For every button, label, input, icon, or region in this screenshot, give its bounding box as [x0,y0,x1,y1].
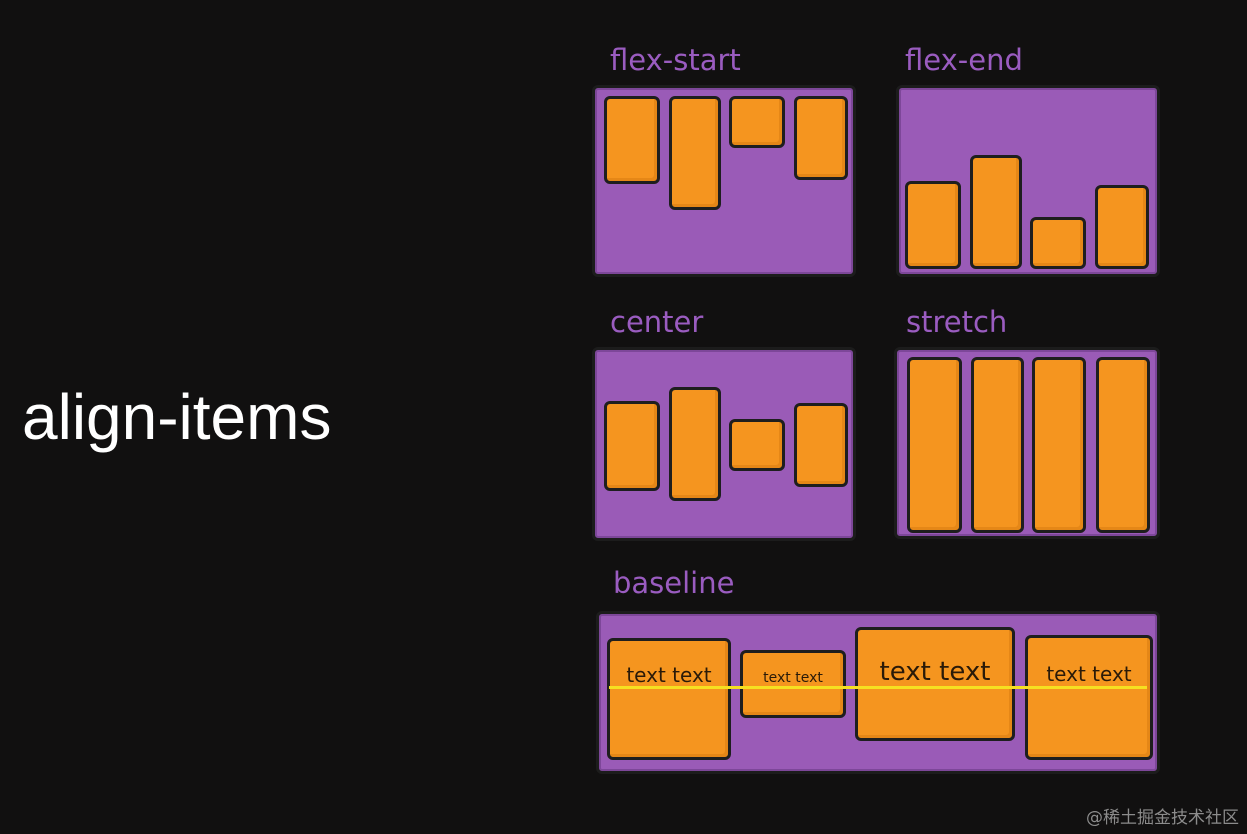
stretch-item-1 [907,357,962,533]
baseline-item-text: text text [1046,662,1132,686]
flex-start-label: flex-start [610,43,741,77]
center-panel [592,347,856,541]
stretch-panel [894,347,1160,539]
main-title: align-items [22,381,332,453]
flex-start-item-4 [794,96,848,180]
stretch-item-2 [971,357,1024,533]
center-item-4 [794,403,848,487]
flex-end-panel [896,85,1160,277]
baseline-item-3: text text [855,627,1015,741]
baseline-label: baseline [613,566,735,600]
baseline-item-4: text text [1025,635,1153,760]
stretch-item-3 [1032,357,1086,533]
flex-end-label: flex-end [905,43,1023,77]
baseline-item-text: text text [879,657,991,687]
baseline-item-1: text text [607,638,731,760]
flex-end-item-3 [1030,217,1086,269]
baseline-item-text: text text [626,663,712,687]
flex-start-item-2 [669,96,721,210]
flex-start-item-1 [604,96,660,184]
watermark: @稀土掘金技术社区 [1086,808,1239,828]
stretch-item-4 [1096,357,1150,533]
stretch-label: stretch [906,305,1008,339]
baseline-item-text: text text [763,670,823,686]
center-label: center [610,305,704,339]
flex-end-item-1 [905,181,961,269]
baseline-panel: text text text text text text text text [596,611,1160,774]
flex-start-panel [592,85,856,277]
center-item-3 [729,419,785,471]
flex-end-item-2 [970,155,1022,269]
flex-end-item-4 [1095,185,1149,269]
center-item-1 [604,401,660,491]
baseline-line [609,686,1147,689]
flex-start-item-3 [729,96,785,148]
center-item-2 [669,387,721,501]
baseline-item-2: text text [740,650,846,718]
